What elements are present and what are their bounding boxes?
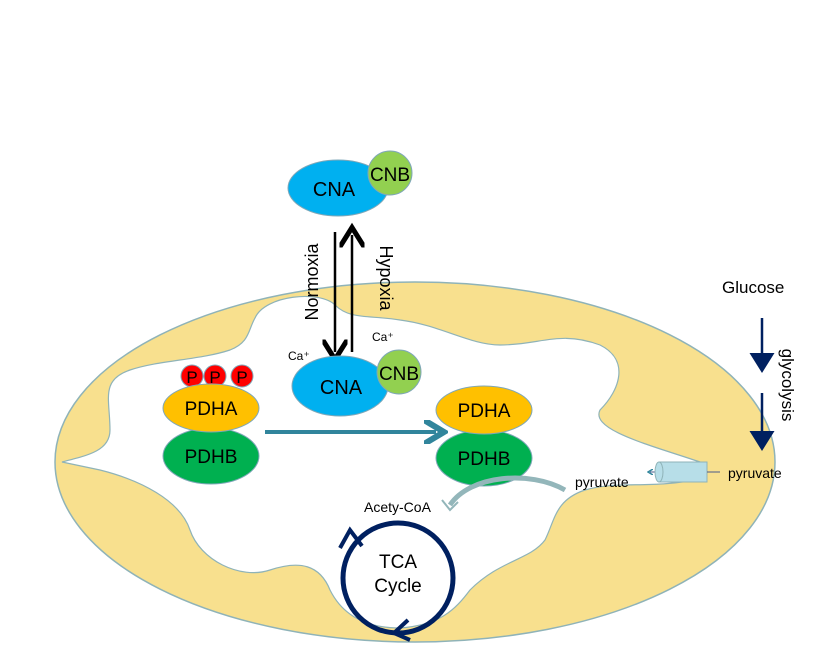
tca-arrowhead-top — [338, 526, 364, 549]
pyruvate-transporter — [658, 461, 708, 483]
glycolysis-label: glycolysis — [778, 349, 797, 422]
ca-left-label: Ca⁺ — [288, 349, 310, 363]
phosphate-label-3: P — [236, 368, 247, 387]
pdhb-left-label: PDHB — [185, 447, 238, 468]
pdha-left-label: PDHA — [185, 399, 238, 420]
cnb-bottom-label: CNB — [379, 364, 419, 385]
cna-top-label: CNA — [313, 179, 356, 201]
glucose-label: Glucose — [722, 278, 784, 297]
phosphate-3 — [230, 364, 254, 388]
phosphate-label-2: P — [209, 368, 220, 387]
pdhb-right-label: PDHB — [458, 449, 511, 470]
cna-bottom-label: CNA — [320, 377, 363, 399]
cycle-label: Cycle — [374, 576, 422, 597]
pyruvate-outside-label: pyruvate — [728, 465, 782, 481]
tca-label: TCA — [379, 552, 417, 573]
cnb-top-label: CNB — [370, 165, 410, 186]
transporter-cap — [654, 461, 664, 483]
hypoxia-label: Hypoxia — [376, 245, 396, 311]
cnb-top — [367, 150, 413, 196]
pyruvate-inside-label: pyruvate — [575, 474, 629, 490]
cnb-bottom — [376, 349, 422, 395]
tca-arrowhead-bottom — [390, 618, 411, 642]
ca-right-label: Ca⁺ — [372, 330, 394, 344]
pdha-right — [435, 385, 533, 435]
pyruvate-to-acetylcoa-arrow — [447, 475, 567, 507]
pdha-left — [162, 383, 260, 433]
curved-arrow-head — [441, 499, 459, 512]
acetyl-coa-label: Acety-CoA — [364, 499, 432, 515]
phosphate-label-1: P — [186, 368, 197, 387]
normoxia-label: Normoxia — [302, 243, 322, 321]
pdha-right-label: PDHA — [458, 401, 511, 422]
